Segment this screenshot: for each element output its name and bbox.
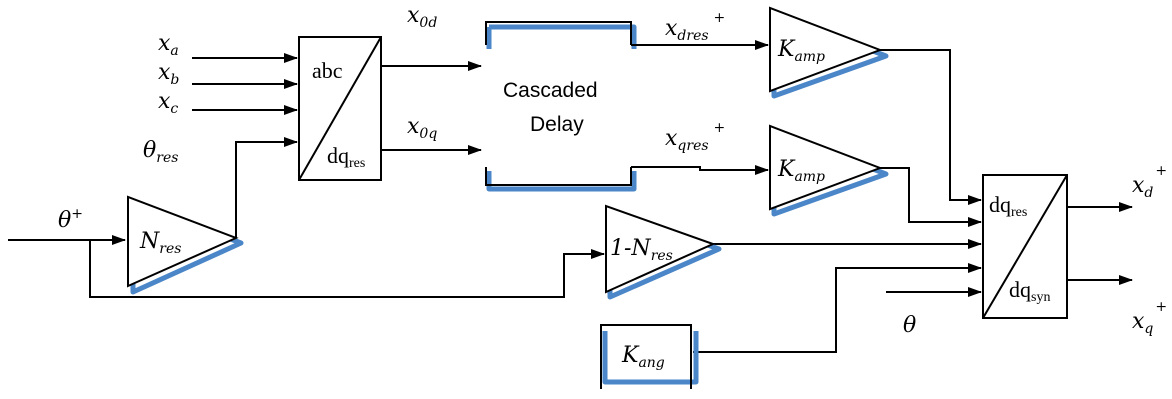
- theta-res-label: θres: [143, 138, 178, 166]
- abc-dq-block: abc dqres: [298, 36, 382, 181]
- svg-text:Kang: Kang: [621, 343, 665, 371]
- cascaded-delay-block: Cascaded Delay: [485, 21, 637, 192]
- xb-label: xb: [158, 60, 179, 88]
- svg-text:dqsyn: dqsyn: [1009, 277, 1050, 305]
- svg-text:dqres: dqres: [327, 143, 365, 171]
- xd-label: xd+: [1132, 163, 1167, 201]
- x0q-label: x0q: [407, 114, 437, 142]
- theta-plus-branch: [89, 240, 605, 298]
- theta-label: θ: [903, 313, 916, 338]
- kamp-bottom-out: [880, 167, 982, 227]
- svg-text:Nres: Nres: [139, 229, 181, 257]
- one-minus-nres-gain: 1-Nres: [605, 204, 722, 300]
- svg-text:Kamp: Kamp: [777, 157, 825, 185]
- svg-text:Kamp: Kamp: [777, 37, 825, 65]
- kamp-gain-top: Kamp: [769, 6, 889, 99]
- x0d-label: x0d: [407, 3, 437, 31]
- svg-text:abc: abc: [312, 58, 343, 83]
- xdres-label: xdres+: [665, 10, 725, 44]
- svg-text:dqres: dqres: [989, 192, 1027, 220]
- theta-plus-label: θ+: [58, 206, 83, 233]
- kamp-top-out: [880, 49, 982, 205]
- xc-label: xc: [158, 89, 178, 117]
- nres-gain: Nres: [127, 195, 244, 295]
- kamp-gain-bottom: Kamp: [769, 124, 889, 217]
- xq-label: xq+: [1132, 299, 1167, 337]
- theta-res-wire: [235, 137, 298, 238]
- xqres-wire: [631, 165, 769, 175]
- kang-block: Kang: [600, 324, 699, 389]
- xa-label: xa: [158, 31, 179, 59]
- delay-label-2: Delay: [530, 113, 584, 136]
- svg-text:1-Nres: 1-Nres: [610, 236, 673, 264]
- kang-out: [693, 263, 982, 353]
- xqres-label: xqres+: [665, 120, 725, 154]
- dq-dq-block: dqres dqsyn: [982, 174, 1068, 319]
- delay-label-1: Cascaded: [503, 79, 598, 102]
